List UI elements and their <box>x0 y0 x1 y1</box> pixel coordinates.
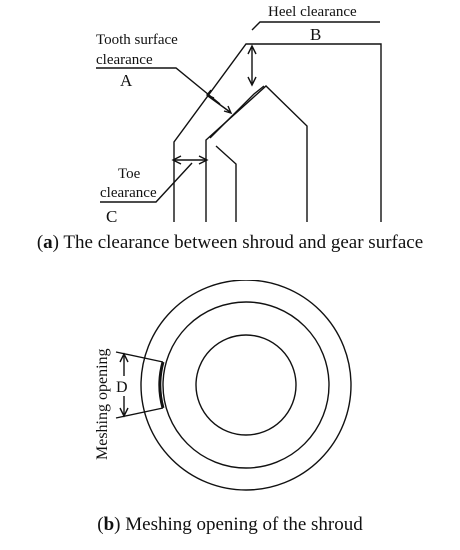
gear-tooth-profile <box>205 85 308 222</box>
figure-a-caption-text: The clearance between shroud and gear su… <box>59 232 424 253</box>
gear-tooth-edge <box>215 145 237 222</box>
tooth-leader-line <box>96 67 221 105</box>
toe-clearance-label-line1: Toe <box>118 166 141 182</box>
figure-b-diagram: D Meshing opening <box>94 280 352 491</box>
figure-b-caption-letter: b <box>103 514 115 535</box>
heel-clearance-letter: B <box>310 25 321 44</box>
heel-clearance-label: Heel clearance <box>268 4 357 20</box>
toe-clearance-letter: C <box>106 207 117 226</box>
toe-clearance-label-line2: clearance <box>100 185 157 201</box>
tooth-clearance-label-line2: clearance <box>96 52 153 68</box>
figure-b-caption: (b) Meshing opening of the shroud <box>97 514 363 535</box>
middle-circle <box>162 301 330 469</box>
gear-tooth-corner <box>209 85 265 139</box>
inner-bore-circle <box>195 334 297 436</box>
meshing-opening-arc <box>158 361 165 409</box>
tooth-clearance-label-line1: Tooth surface <box>96 32 178 48</box>
tooth-clearance-letter: A <box>120 71 133 90</box>
figure-a-diagram: Heel clearance B Tooth surface clearance… <box>96 4 382 226</box>
outer-shroud-circle <box>140 280 352 491</box>
toe-leader-line <box>100 162 193 203</box>
figure-a-caption: (a) The clearance between shroud and gea… <box>36 232 424 253</box>
heel-leader-line <box>251 21 380 31</box>
meshing-opening-label: Meshing opening <box>94 348 111 460</box>
dimension-d-label: D <box>116 379 128 396</box>
figure-b-caption-text: Meshing opening of the shroud <box>120 514 363 535</box>
shroud-outline <box>173 43 382 222</box>
figure-a-caption-letter: a <box>43 232 53 253</box>
